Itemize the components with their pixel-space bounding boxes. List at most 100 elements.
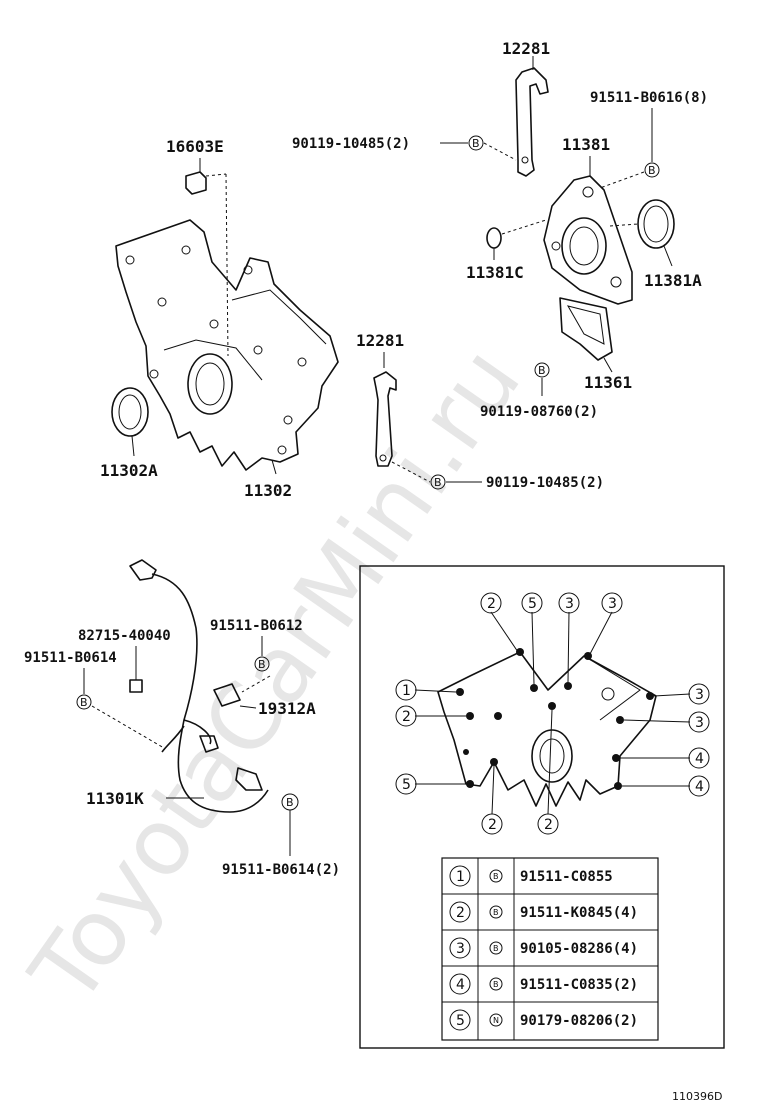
table-row-mark: B — [493, 980, 499, 989]
svg-text:3: 3 — [608, 596, 617, 612]
label-90119-10485-bot[interactable]: 90119-10485(2) — [486, 475, 604, 491]
svg-text:1: 1 — [402, 683, 411, 699]
callout-2: 2 — [480, 592, 502, 614]
table-row-part-number[interactable]: 90179-08206(2) — [520, 1013, 638, 1029]
bolt-mark-letter: B — [434, 476, 442, 489]
table-row-part-number[interactable]: 91511-C0835(2) — [520, 977, 638, 993]
label-90119-08760[interactable]: 90119-08760(2) — [480, 404, 598, 420]
label-11301k[interactable]: 11301K — [86, 789, 144, 808]
diagram-code: 110396D — [672, 1090, 722, 1103]
svg-text:5: 5 — [402, 777, 411, 793]
callout-5: 5 — [521, 592, 543, 614]
label-91511-b0612[interactable]: 91511-B0612 — [210, 618, 303, 634]
table-row-mark-circle — [489, 869, 503, 883]
label-11302[interactable]: 11302 — [244, 481, 292, 500]
table-row-mark: B — [493, 872, 499, 881]
callout-4: 4 — [688, 747, 710, 769]
inset-callouts: 1 2 5 2 5 3 3 3 3 4 4 2 2 — [395, 592, 710, 835]
table-row-number: 4 — [456, 977, 465, 993]
table-row-number-circle — [449, 865, 471, 887]
bolt-mark-b — [254, 656, 270, 672]
callout-3: 3 — [688, 683, 710, 705]
plug-16603e[interactable] — [185, 171, 207, 195]
label-11381a[interactable]: 11381A — [644, 271, 702, 290]
bolt-mark-letter: B — [538, 364, 546, 377]
label-91511-b0614-top[interactable]: 91511-B0614 — [24, 650, 117, 666]
label-16603e[interactable]: 16603E — [166, 137, 224, 156]
label-11302a[interactable]: 11302A — [100, 461, 158, 480]
bolt-mark-b — [468, 135, 484, 151]
label-91511-b0614-bot[interactable]: 91511-B0614(2) — [222, 862, 340, 878]
bracket-12281-mid[interactable] — [373, 371, 397, 467]
label-90119-10485-top[interactable]: 90119-10485(2) — [292, 136, 410, 152]
table-row-number-circle — [449, 937, 471, 959]
label-11361[interactable]: 11361 — [584, 373, 632, 392]
timing-cover-11302[interactable] — [115, 219, 339, 471]
sensor-harness-11301k[interactable] — [129, 559, 269, 813]
bolt-mark-b — [430, 474, 446, 490]
label-12281-top[interactable]: 12281 — [502, 39, 550, 58]
table-row-number-circle — [449, 901, 471, 923]
inset-leaders — [414, 611, 691, 815]
table-row-mark-circle — [489, 905, 503, 919]
table-row-mark: B — [493, 908, 499, 917]
callout-3: 3 — [601, 592, 623, 614]
svg-text:3: 3 — [695, 715, 704, 731]
callout-5: 5 — [395, 773, 417, 795]
inset-bolt-dots — [456, 648, 654, 790]
callout-2: 2 — [395, 705, 417, 727]
table-row-number: 3 — [456, 941, 465, 957]
svg-text:2: 2 — [402, 709, 411, 725]
svg-text:2: 2 — [487, 596, 496, 612]
clamp-82715[interactable] — [129, 679, 143, 693]
plate-11381[interactable] — [543, 175, 633, 305]
table-row-part-number[interactable]: 90105-08286(4) — [520, 941, 638, 957]
label-82715-40040[interactable]: 82715-40040 — [78, 628, 171, 644]
table-row-number: 2 — [456, 905, 465, 921]
table-row-mark-circle — [489, 977, 503, 991]
callout-3: 3 — [688, 711, 710, 733]
svg-text:4: 4 — [695, 779, 704, 795]
table-row-number-circle — [449, 973, 471, 995]
bolt-mark-letter: B — [80, 696, 88, 709]
table-row-number: 5 — [456, 1013, 465, 1029]
svg-text:3: 3 — [565, 596, 574, 612]
seal-11302a[interactable] — [111, 387, 149, 437]
label-11381[interactable]: 11381 — [562, 135, 610, 154]
table-row-part-number[interactable]: 91511-C0855 — [520, 869, 613, 885]
table-row-mark-circle — [489, 941, 503, 955]
callout-3: 3 — [558, 592, 580, 614]
label-12281-mid[interactable]: 12281 — [356, 331, 404, 350]
table-row-mark: N — [493, 1016, 499, 1025]
inset-cover-outline — [437, 651, 657, 807]
inset-frame — [359, 565, 725, 1049]
svg-text:5: 5 — [528, 596, 537, 612]
svg-text:4: 4 — [695, 751, 704, 767]
bolt-mark-b — [534, 362, 550, 378]
bracket-12281-top[interactable] — [515, 67, 549, 177]
callout-2: 2 — [537, 813, 559, 835]
seal-11381a[interactable] — [637, 199, 675, 249]
svg-text:2: 2 — [488, 817, 497, 833]
bolt-mark-letter: B — [472, 137, 480, 150]
label-91511-b0616[interactable]: 91511-B0616(8) — [590, 90, 708, 106]
callout-2: 2 — [481, 813, 503, 835]
oring-11381c[interactable] — [486, 227, 502, 249]
bolt-mark-letter: B — [286, 796, 294, 809]
callout-4: 4 — [688, 775, 710, 797]
callout-1: 1 — [395, 679, 417, 701]
svg-text:2: 2 — [544, 817, 553, 833]
bolt-mark-letter: B — [648, 164, 656, 177]
table-row-number-circle — [449, 1009, 471, 1031]
gasket-11361[interactable] — [559, 297, 613, 361]
bolt-mark-b — [644, 162, 660, 178]
table-row-number: 1 — [456, 869, 465, 885]
label-19312a[interactable]: 19312A — [258, 699, 316, 718]
bolt-mark-letter: B — [258, 658, 266, 671]
svg-text:3: 3 — [695, 687, 704, 703]
label-11381c[interactable]: 11381C — [466, 263, 524, 282]
table-row-mark-circle — [489, 1013, 503, 1027]
table-row-part-number[interactable]: 91511-K0845(4) — [520, 905, 638, 921]
